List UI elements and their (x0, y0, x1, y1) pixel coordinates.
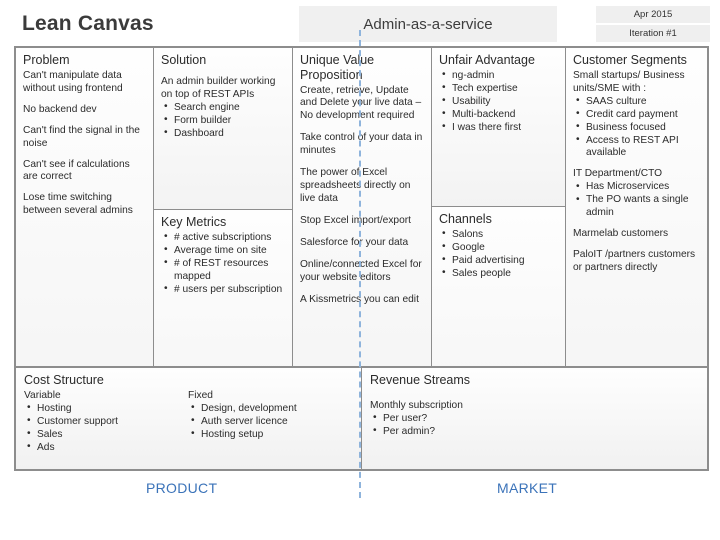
list-item: Form builder (161, 114, 285, 128)
iteration-chip: Iteration #1 (596, 25, 710, 42)
uvp-item: Salesforce for your data (300, 237, 409, 249)
block-cost-structure-title: Cost Structure (24, 373, 104, 387)
uvp-item: Online/connected Excel for your website … (300, 259, 422, 283)
footer-label-product: PRODUCT (146, 480, 218, 496)
list-item: Sales (24, 428, 118, 442)
block-unfair-advantage: Unfair Advantage ng-admin Tech expertise… (432, 48, 565, 207)
block-unfair-advantage-title: Unfair Advantage (439, 53, 535, 67)
customer-segments-note: PaloIT /partners customers or partners d… (573, 249, 696, 274)
block-cost-structure: Cost Structure Variable Hosting Customer… (16, 368, 362, 469)
list-item: ng-admin (439, 69, 558, 83)
list-item: Hosting (24, 402, 118, 416)
list-item: Search engine (161, 101, 285, 115)
list-item: Has Microservices (573, 181, 700, 194)
list-item: Tech expertise (439, 82, 558, 96)
iteration-text: Iteration #1 (629, 28, 677, 39)
list-item: Google (439, 241, 558, 255)
list-item: Per admin? (370, 425, 699, 439)
customer-segments-bullet-list: SAAS culture Credit card payment Busines… (573, 95, 700, 161)
cost-variable-label: Variable (24, 390, 61, 401)
block-revenue-streams-title: Revenue Streams (370, 373, 471, 387)
project-name-text: Admin-as-a-service (363, 15, 493, 33)
customer-segments-group2-label: IT Department/CTO (573, 168, 663, 180)
cost-fixed-list: Design, development Auth server licence … (188, 402, 297, 442)
uvp-item: A Kissmetrics you can edit (300, 293, 419, 305)
list-item: # of REST resources mapped (161, 257, 285, 284)
customer-segments-group2-list: Has Microservices The PO wants a single … (573, 181, 700, 220)
list-item: Sales people (439, 267, 558, 281)
list-item: Business focused (573, 121, 700, 135)
list-item: Auth server licence (188, 415, 297, 429)
uvp-item: Take control of your data in minutes (300, 132, 423, 157)
block-solution-title: Solution (161, 53, 207, 67)
list-item: # active subscriptions (161, 231, 285, 245)
customer-segments-note: Marmelab customers (573, 228, 669, 240)
list-item: Hosting setup (188, 428, 297, 442)
revenue-intro: Monthly subscription (370, 399, 463, 411)
block-customer-segments-title: Customer Segments (573, 53, 687, 67)
lean-canvas-bottom-row: Cost Structure Variable Hosting Customer… (14, 366, 709, 471)
list-item: The PO wants a single admin (573, 194, 700, 220)
solution-bullet-list: Search engine Form builder Dashboard (161, 101, 285, 141)
date-chip: Apr 2015 (596, 6, 710, 23)
problem-item: Lose time switching between several admi… (23, 192, 133, 217)
list-item: Multi-backend (439, 108, 558, 122)
cost-variable-group: Variable Hosting Customer support Sales … (24, 390, 118, 455)
block-channels-title: Channels (439, 212, 492, 226)
cost-fixed-group: Fixed Design, development Auth server li… (188, 390, 297, 442)
unfair-advantage-bullet-list: ng-admin Tech expertise Usability Multi-… (439, 69, 558, 135)
uvp-item: The power of Excel spreadsheets directly… (300, 167, 411, 205)
list-item: Usability (439, 95, 558, 109)
list-item: Credit card payment (573, 108, 700, 122)
key-metrics-bullet-list: # active subscriptions Average time on s… (161, 231, 285, 297)
list-item: Salons (439, 228, 558, 242)
product-market-divider (359, 30, 361, 498)
list-item: Paid advertising (439, 254, 558, 268)
block-solution: Solution An admin builder working on top… (154, 48, 292, 210)
problem-item: Can't find the signal in the noise (23, 124, 140, 149)
block-uvp-title: Unique Value Proposition (300, 53, 375, 82)
block-problem-title: Problem (23, 53, 70, 67)
meta-info-stack: Apr 2015 Iteration #1 (596, 6, 710, 44)
list-item: Design, development (188, 402, 297, 416)
footer-label-market: MARKET (497, 480, 558, 496)
problem-item: Can't manipulate data without using fron… (23, 69, 123, 94)
problem-item: No backend dev (23, 103, 97, 115)
list-item: Ads (24, 441, 118, 455)
customer-segments-intro: Small startups/ Business units/SME with … (573, 69, 685, 94)
cost-fixed-label: Fixed (188, 390, 213, 401)
block-key-metrics-title: Key Metrics (161, 215, 227, 229)
channels-bullet-list: Salons Google Paid advertising Sales peo… (439, 228, 558, 281)
block-revenue-streams: Revenue Streams Monthly subscription Per… (362, 368, 707, 469)
list-item: Access to REST API available (573, 134, 700, 161)
revenue-bullet-list: Per user? Per admin? (370, 412, 699, 439)
page-title: Lean Canvas (22, 12, 154, 35)
solution-intro: An admin builder working on top of REST … (161, 75, 276, 100)
list-item: # users per subscription (161, 283, 285, 297)
list-item: Average time on site (161, 244, 285, 258)
uvp-item: Create, retrieve, Update and Delete your… (300, 84, 422, 122)
list-item: I was there first (439, 121, 558, 135)
list-item: Customer support (24, 415, 118, 429)
list-item: SAAS culture (573, 95, 700, 109)
project-name-banner: Admin-as-a-service (299, 6, 557, 42)
date-text: Apr 2015 (633, 9, 673, 20)
list-item: Dashboard (161, 127, 285, 141)
problem-item: Can't see if calculations are correct (23, 158, 130, 183)
cost-variable-list: Hosting Customer support Sales Ads (24, 402, 118, 455)
uvp-item: Stop Excel import/export (300, 215, 411, 227)
list-item: Per user? (370, 412, 699, 426)
